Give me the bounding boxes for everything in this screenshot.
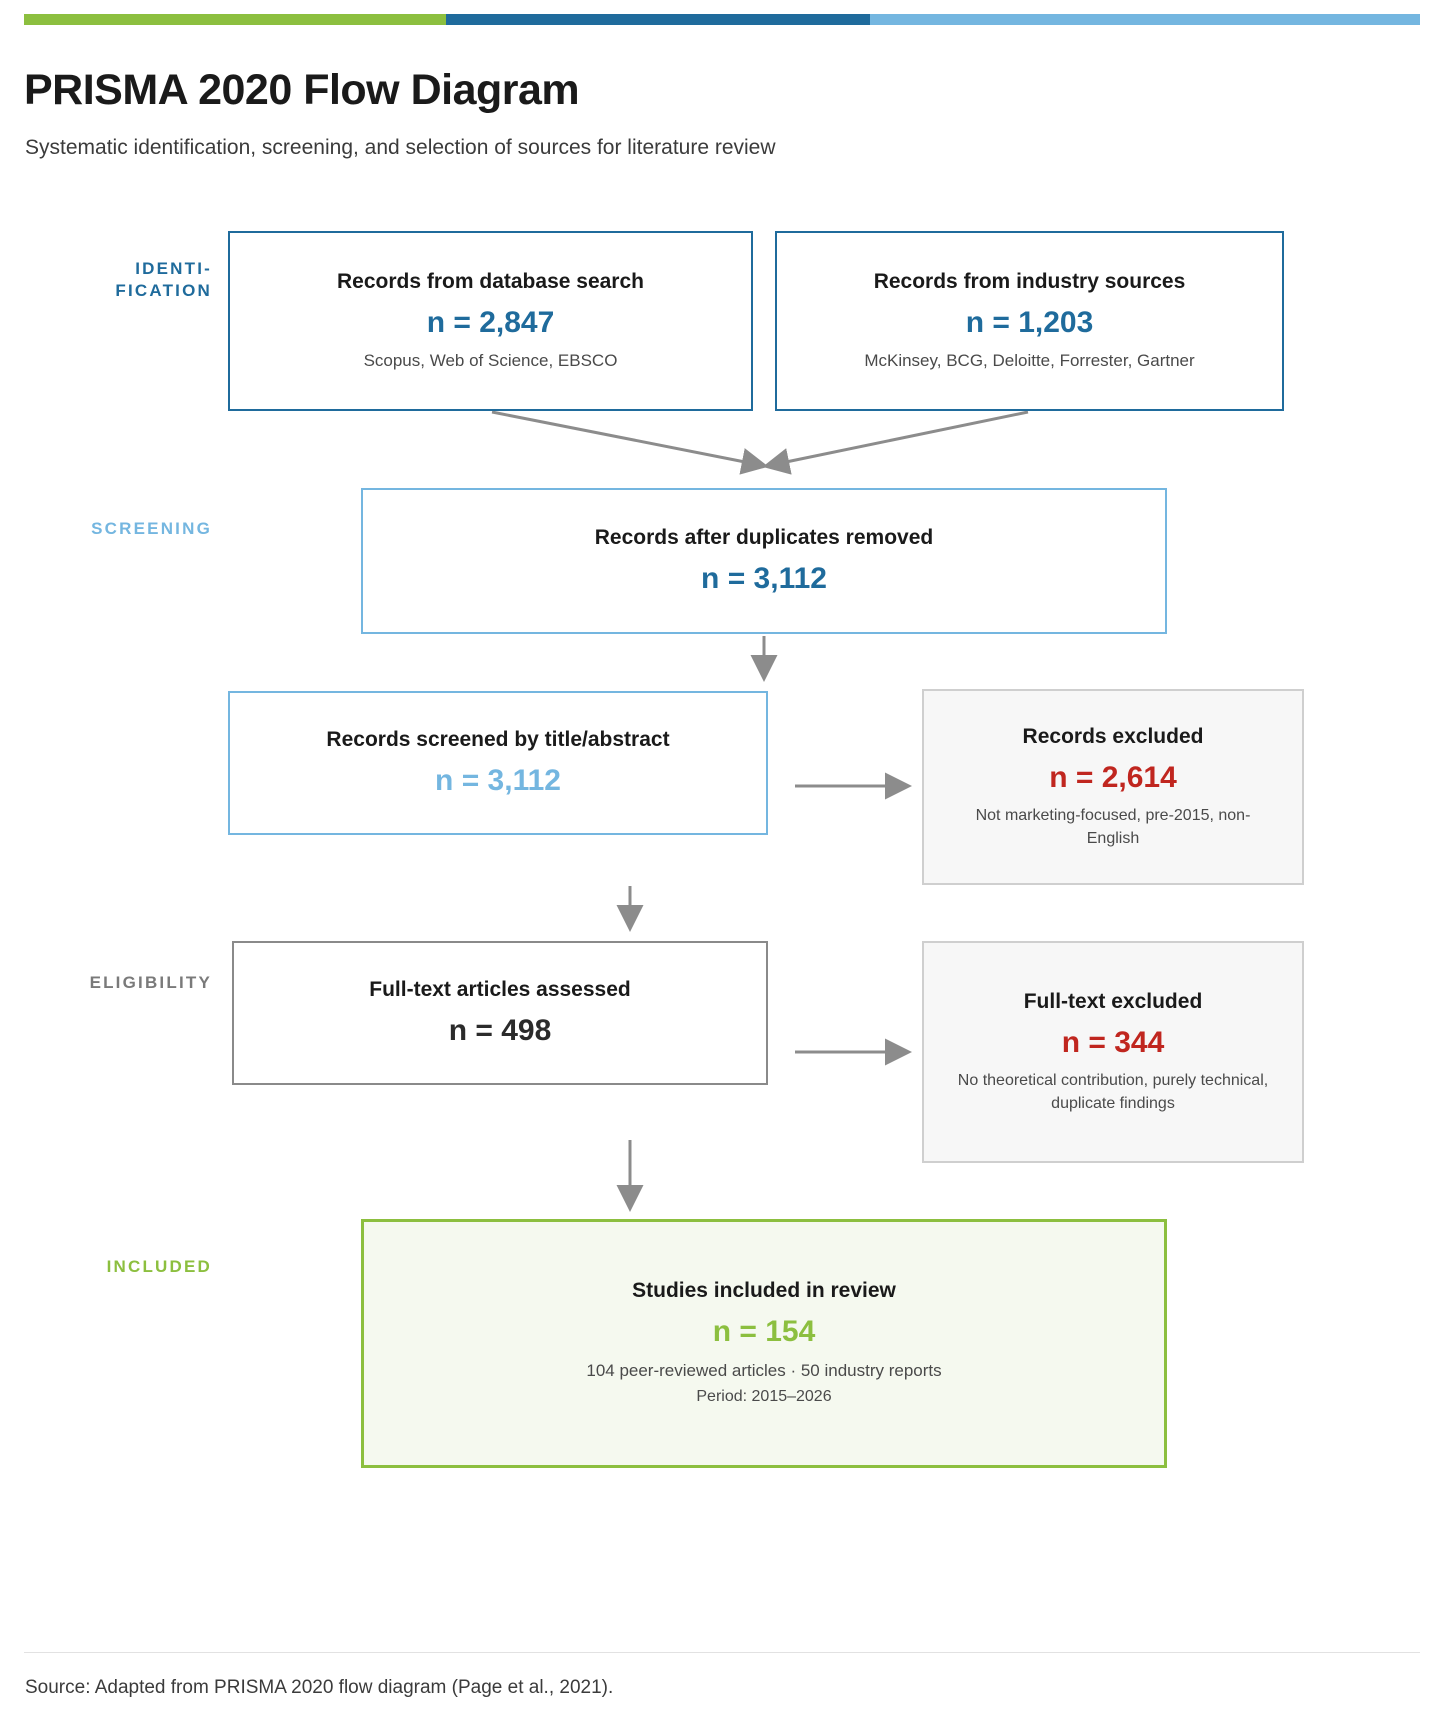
node-count: n = 3,112 [435,763,561,797]
node-records-after-duplicates-removed: Records after duplicates removed n = 3,1… [361,488,1167,634]
node-title: Full-text articles assessed [369,977,631,1001]
node-title: Records from database search [337,270,644,293]
node-records-screened-by-title-abstract: Records screened by title/abstract n = 3… [228,691,768,835]
accent-segment-light-blue [869,14,1420,25]
node-count: n = 498 [448,1013,552,1047]
stage-label-identification: IDENTI- FICATION [22,258,212,303]
node-detail: No theoretical contribution, purely tech… [957,1071,1269,1112]
footer-source: Source: Adapted from PRISMA 2020 flow di… [25,1677,614,1698]
node-period: Period: 2015–2026 [696,1388,832,1406]
stage-label-eligibility: ELIGIBILITY [89,973,212,992]
node-full-text-excluded: Full-text excluded n = 344 No theoretica… [922,941,1304,1163]
node-title: Records screened by title/abstract [326,727,670,751]
node-detail: McKinsey, BCG, Deloitte, Forrester, Gart… [864,351,1195,371]
node-count: n = 1,203 [965,305,1094,339]
node-title: Records excluded [1022,725,1204,749]
node-studies-included-in-review: Studies included in review n = 154 104 p… [361,1219,1167,1468]
node-title: Full-text excluded [1023,990,1203,1014]
footer-divider [24,1652,1420,1653]
node-detail: 104 peer-reviewed articles · 50 industry… [586,1360,942,1380]
stage-label-identification-line2: FICATION [115,281,212,301]
node-records-from-industry-sources: Records from industry sources n = 1,203 … [775,231,1284,411]
page-subtitle: Systematic identification, screening, an… [25,136,776,159]
node-full-text-articles-assessed: Full-text articles assessed n = 498 [232,941,768,1085]
accent-segment-green [24,14,446,25]
node-records-from-database-search: Records from database search n = 2,847 S… [228,231,753,411]
stage-label-identification-line1: IDENTI- [135,259,212,278]
node-count: n = 3,112 [701,561,827,595]
page-title: PRISMA 2020 Flow Diagram [24,66,580,114]
node-count: n = 2,614 [1049,761,1177,794]
node-records-excluded: Records excluded n = 2,614 Not marketing… [922,689,1304,885]
node-count: n = 344 [1061,1026,1165,1059]
accent-segment-dark-blue [445,14,870,25]
node-title: Studies included in review [632,1279,896,1303]
node-title: Records from industry sources [873,270,1186,293]
node-detail: Scopus, Web of Science, EBSCO [363,351,618,371]
node-count: n = 2,847 [426,305,555,339]
node-detail: Not marketing-focused, pre-2015, non-Eng… [975,806,1251,847]
accent-bar [24,14,1420,25]
stage-label-included: INCLUDED [106,1257,212,1276]
node-count: n = 154 [712,1315,816,1349]
node-title: Records after duplicates removed [594,525,934,549]
stage-label-screening: SCREENING [91,519,212,538]
